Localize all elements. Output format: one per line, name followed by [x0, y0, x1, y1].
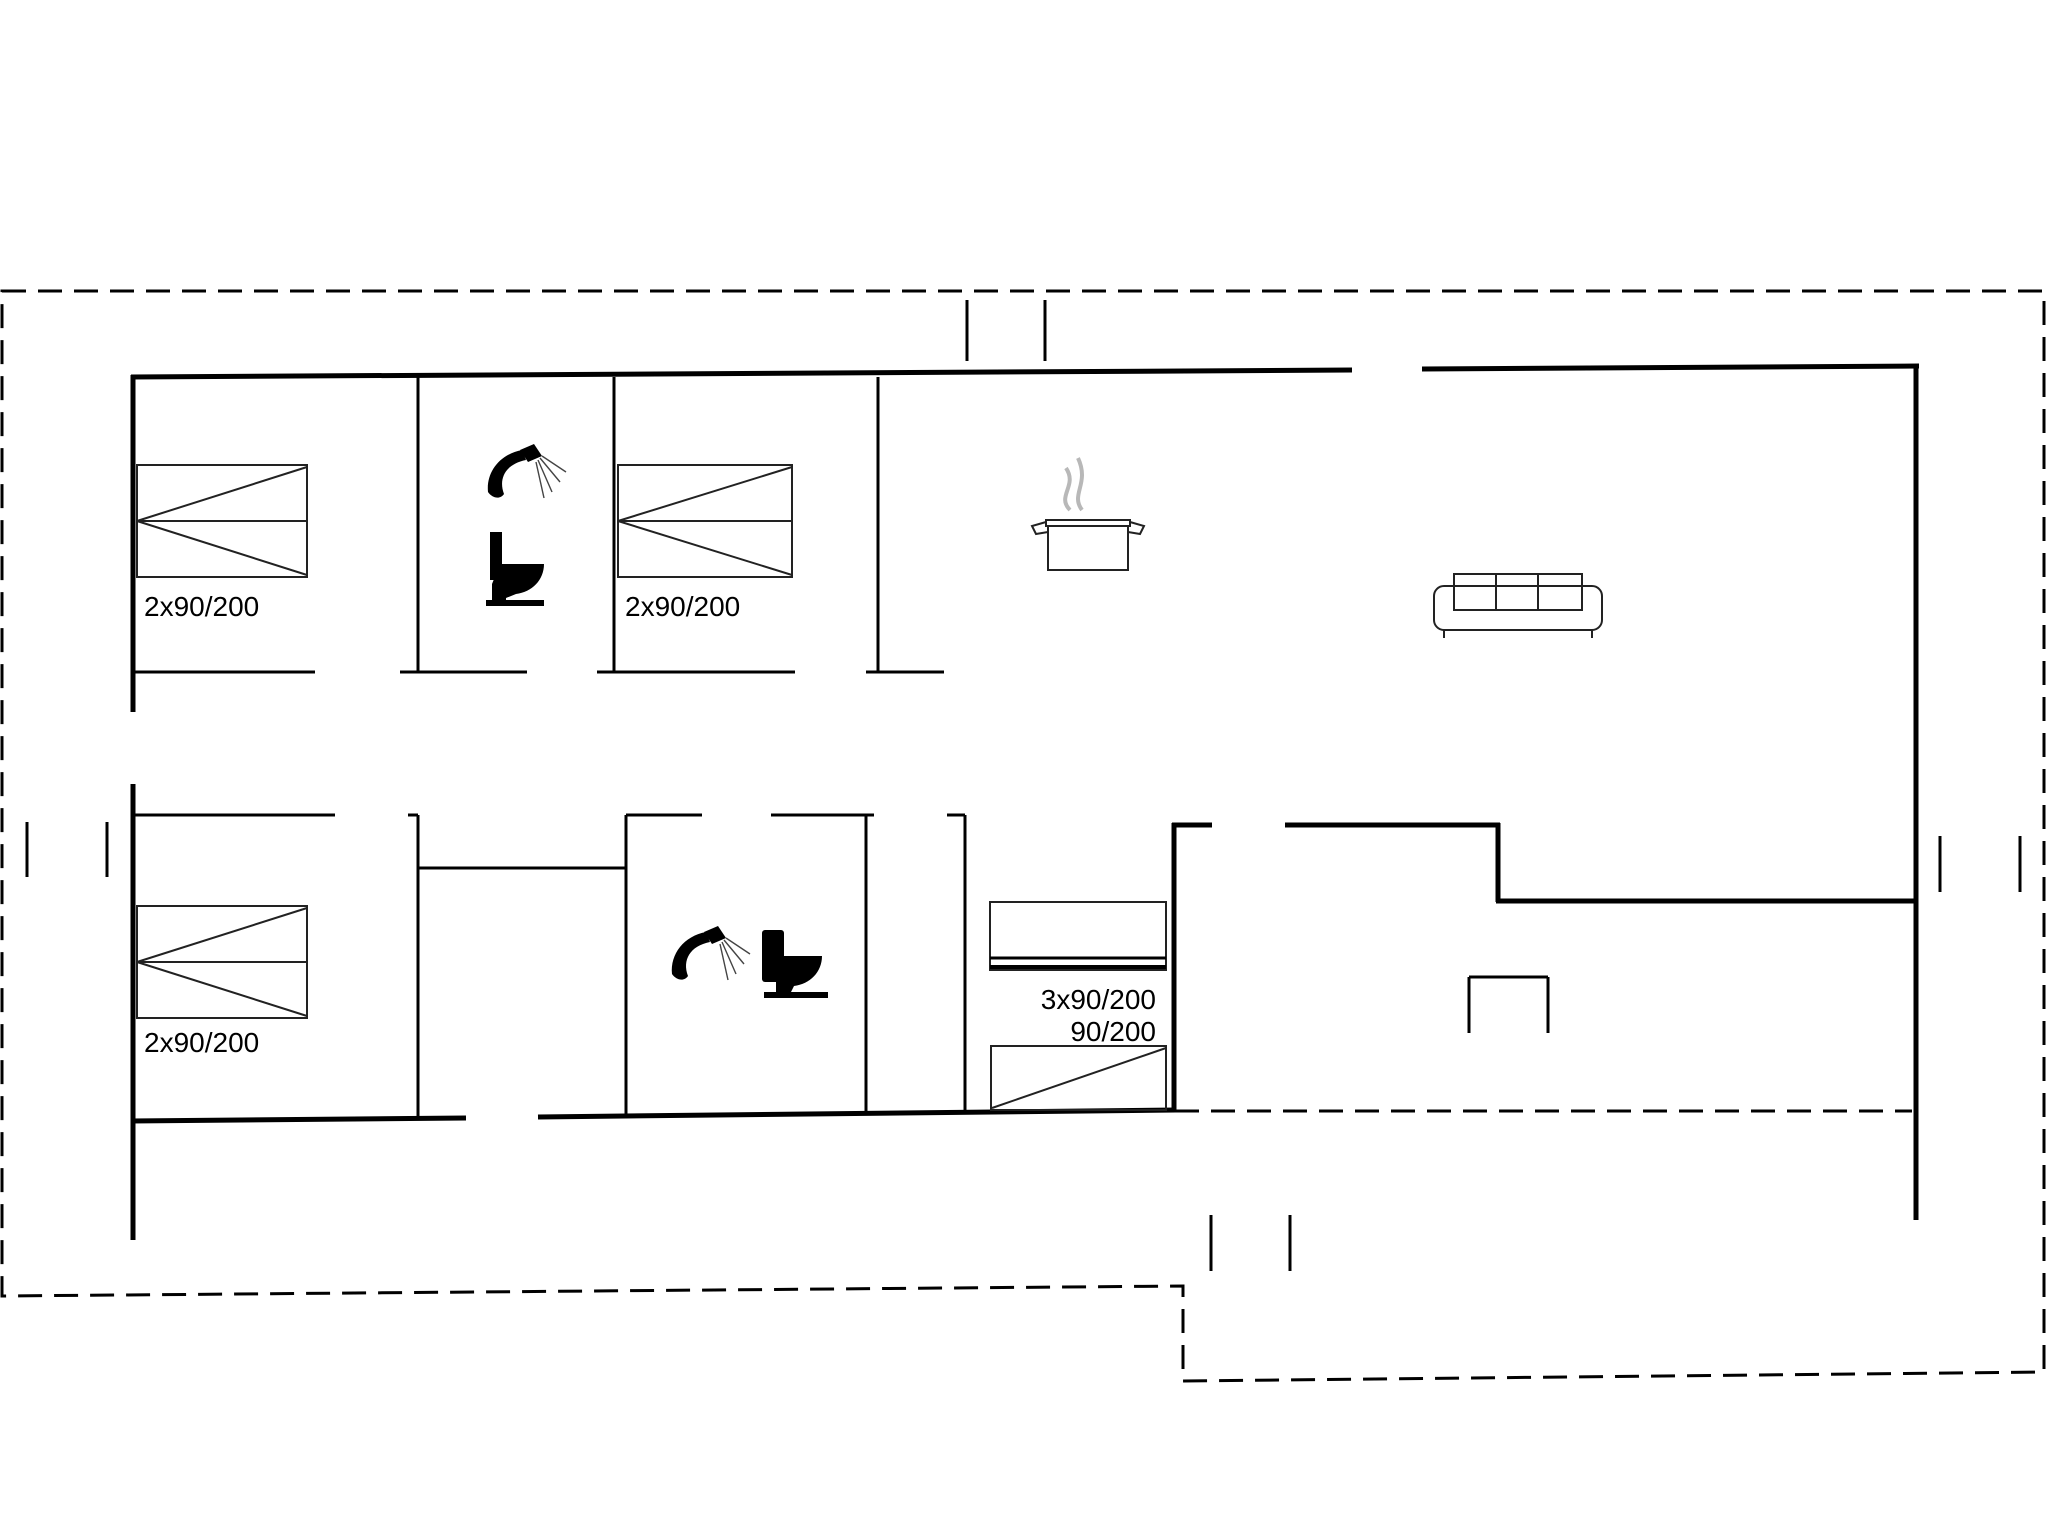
bed-label-top-middle: 2x90/200 — [625, 591, 740, 622]
bed-label-top-left: 2x90/200 — [144, 591, 259, 622]
bunk-label-line2: 90/200 — [1070, 1016, 1156, 1047]
bed-label-bottom-left: 2x90/200 — [144, 1027, 259, 1058]
shower-icon — [671, 926, 751, 981]
bunk-bed — [989, 901, 1167, 1111]
bed-top-left — [136, 464, 308, 578]
interior-walls — [135, 377, 1550, 1117]
bunk-label-line1: 3x90/200 — [1041, 984, 1156, 1015]
sofa-icon — [1433, 573, 1603, 638]
bed-bottom-left — [136, 905, 308, 1019]
toilet-icon — [486, 532, 544, 606]
terrace-outline — [0, 289, 2046, 1383]
exterior-walls — [130, 363, 1920, 1240]
window-marks — [25, 300, 2022, 1271]
cooking-pot-icon — [1030, 457, 1146, 571]
bed-top-middle — [617, 464, 793, 578]
toilet-icon — [762, 930, 828, 998]
shower-icon — [487, 444, 567, 499]
